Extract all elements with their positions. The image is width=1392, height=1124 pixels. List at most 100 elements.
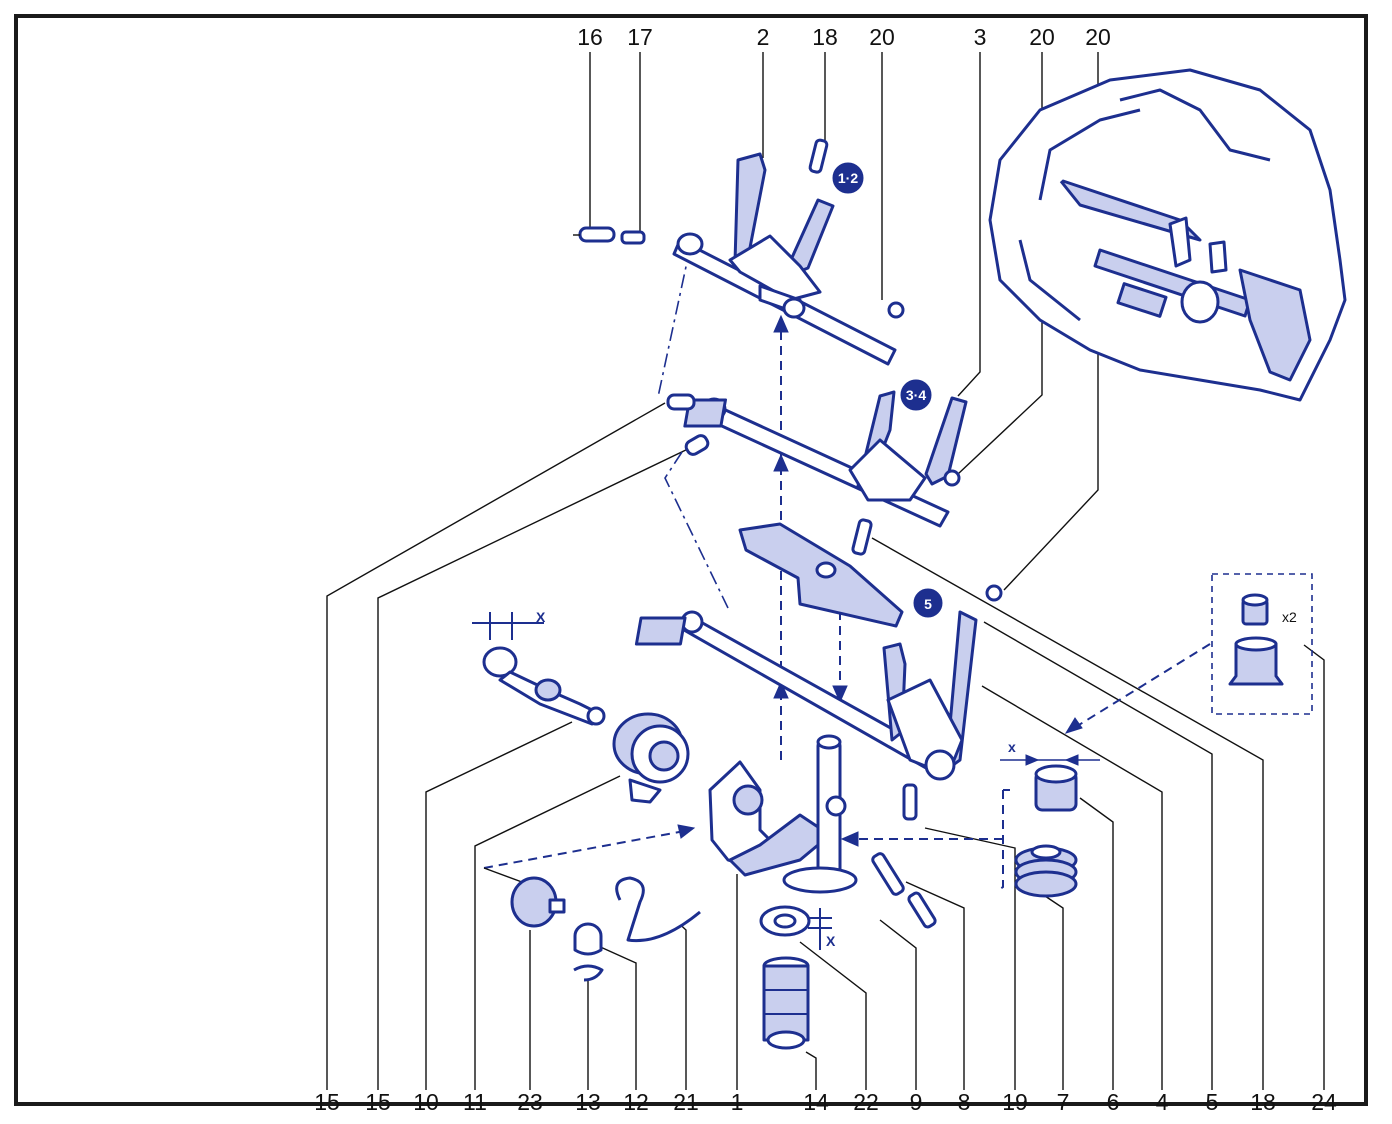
leader-3 [957, 52, 981, 397]
label-8-bottom: 8 [958, 1089, 971, 1115]
arrowhead-bushing [840, 831, 859, 847]
plug-16 [578, 226, 616, 243]
leader-9 [879, 919, 917, 1090]
label-15-bottom-a: 15 [314, 1089, 340, 1115]
plug-15-a [666, 393, 696, 411]
kit-multiplier: x2 [1282, 609, 1297, 625]
label-15-bottom-b: 15 [365, 1089, 391, 1115]
label-21-bottom: 21 [673, 1089, 699, 1115]
rubber-boot-11 [612, 712, 690, 804]
small-parts [510, 876, 701, 982]
leader-6 [1079, 797, 1114, 1090]
pin-18-top [808, 138, 829, 174]
label-20-top-c: 20 [1085, 24, 1111, 50]
fork-5 [634, 610, 978, 821]
interlock-block-3-4 [683, 398, 727, 428]
label-20-top-a: 20 [869, 24, 895, 50]
fork-3-4 [666, 390, 968, 556]
tag-3-4-text: 3·4 [906, 387, 926, 403]
label-22-bottom: 22 [853, 1089, 879, 1115]
leader-8 [905, 881, 965, 1090]
label-1-bottom: 1 [731, 1089, 744, 1115]
plug-14 [762, 956, 810, 1050]
label-19-bottom: 19 [1002, 1089, 1028, 1115]
arrowhead-up-1 [773, 314, 789, 333]
arrowhead-up-2 [773, 453, 789, 472]
plug-15-b [684, 434, 710, 456]
fork-3-4-body [848, 438, 927, 502]
pins-8-9 [871, 852, 937, 929]
pin-9 [907, 891, 937, 929]
bottom-labels: 15 15 10 11 23 13 12 21 1 14 22 9 8 19 7… [314, 1089, 1337, 1115]
path-bushing-bracket [999, 790, 1004, 890]
pin-8 [871, 852, 905, 896]
leader-4 [981, 685, 1163, 1090]
rod-1-2-end [676, 232, 704, 256]
kit-box-outline [1211, 573, 1313, 715]
label-13-bottom: 13 [575, 1089, 601, 1115]
dim-x-washer: X [826, 933, 836, 949]
spring-21 [615, 876, 701, 943]
leader-11 [474, 775, 621, 1090]
path-knob [483, 829, 691, 869]
label-5-bottom: 5 [1206, 1089, 1219, 1115]
label-3-top: 3 [974, 24, 987, 50]
path-kit [1073, 643, 1211, 729]
dim-x-lever: X [536, 609, 546, 625]
bushings-6-7: x [1000, 739, 1100, 898]
label-2-top: 2 [757, 24, 770, 50]
fork-1-2-body [728, 234, 822, 302]
gearbox-inset [988, 68, 1347, 402]
dim-x-bushing: x [1008, 739, 1016, 755]
label-6-bottom: 6 [1107, 1089, 1120, 1115]
rod-3-4 [698, 400, 950, 528]
path-interlock-left [657, 247, 691, 398]
path-interlock-lower [664, 451, 729, 609]
interlock-block-5 [634, 616, 687, 646]
ball-20-b [943, 469, 961, 487]
selector-lever-10: X [472, 609, 606, 726]
ball-20-c [985, 584, 1003, 602]
leader-16 [589, 52, 599, 237]
arrowhead-up-3 [773, 680, 789, 699]
leader-5 [983, 621, 1213, 1090]
label-24-bottom: 24 [1311, 1089, 1337, 1115]
tag-3-4: 3·4 [900, 379, 932, 411]
clip-13 [573, 964, 604, 982]
tag-1-2-text: 1·2 [838, 170, 858, 186]
pin-17 [620, 230, 646, 245]
leader-12 [595, 944, 637, 1090]
label-17-top: 17 [627, 24, 653, 50]
label-12-bottom: 12 [623, 1089, 649, 1115]
label-7-bottom: 7 [1057, 1089, 1070, 1115]
pin-19 [902, 783, 918, 821]
label-4-bottom: 4 [1156, 1089, 1169, 1115]
leader-15-a [326, 402, 666, 1090]
label-16-top: 16 [577, 24, 603, 50]
label-10-bottom: 10 [413, 1089, 439, 1115]
fork-1-2 [573, 138, 905, 366]
label-20-top-b: 20 [1029, 24, 1055, 50]
leader-19 [924, 827, 1016, 1090]
leader-7 [1044, 895, 1064, 1090]
label-18-top: 18 [812, 24, 838, 50]
bottom-leader-lines [326, 402, 1325, 1090]
label-14-bottom: 14 [803, 1089, 829, 1115]
tag-5-text: 5 [924, 596, 932, 612]
pin-18-mid [851, 518, 873, 556]
leader-21 [669, 914, 687, 1090]
arrowhead-down-5th [832, 685, 848, 704]
leader-24 [1303, 644, 1325, 1090]
label-23-bottom: 23 [517, 1089, 543, 1115]
arrowhead-knob [677, 824, 696, 839]
tag-1-2: 1·2 [832, 162, 864, 194]
lug-5th [738, 522, 1003, 628]
ball-20-a [887, 301, 905, 319]
leader-10 [425, 721, 573, 1090]
selector-housing-1: X [708, 734, 858, 950]
label-11-bottom: 11 [463, 1089, 487, 1115]
kit-box-24: x2 [1211, 573, 1313, 715]
leader-18-bottom [871, 537, 1264, 1090]
arrowhead-kit [1064, 717, 1083, 734]
